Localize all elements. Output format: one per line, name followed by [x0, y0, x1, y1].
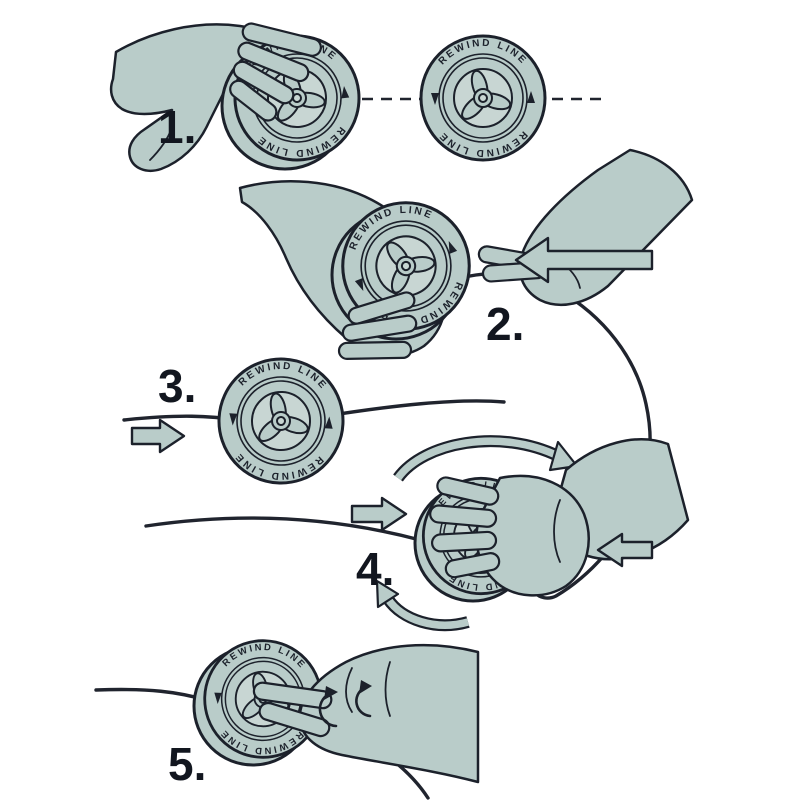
step-number-label: 2. [486, 298, 524, 350]
step-number-label: 4. [356, 543, 394, 595]
step-3-group: 3. [122, 354, 506, 488]
feed-direction-arrow-left-icon [350, 496, 408, 532]
rotation-arrow-top-icon [393, 435, 579, 482]
twist-arrow-icons [318, 680, 372, 728]
hand-fingers [337, 291, 418, 360]
palm-crease [553, 499, 561, 563]
step-number-label: 3. [158, 360, 196, 412]
hand-fingers [252, 681, 333, 738]
finger-crease [345, 667, 353, 713]
hand-fingers [429, 476, 501, 579]
step-4-group: 4. [144, 435, 690, 632]
feed-direction-arrow-icon [130, 418, 186, 454]
step-number-label: 1. [158, 101, 196, 153]
step-2-group: 2. [238, 148, 694, 600]
thumb-crease [149, 127, 173, 161]
step-1-group: 1. [109, 22, 606, 173]
hand-fingers [229, 22, 322, 122]
insert-direction-arrow-icon [514, 236, 654, 284]
trimmer-line-cord [144, 516, 422, 542]
rotation-arrow-bottom-icon [375, 579, 470, 632]
step-5-group: 5. [94, 637, 480, 800]
spool-front-view [419, 34, 547, 162]
trimmer-line-cord [94, 687, 208, 702]
finger-crease [384, 661, 391, 717]
step-number-label: 5. [168, 738, 206, 790]
spool [214, 354, 348, 488]
trimmer-line-cord [324, 399, 506, 418]
feed-direction-arrow-right-icon [596, 532, 654, 568]
